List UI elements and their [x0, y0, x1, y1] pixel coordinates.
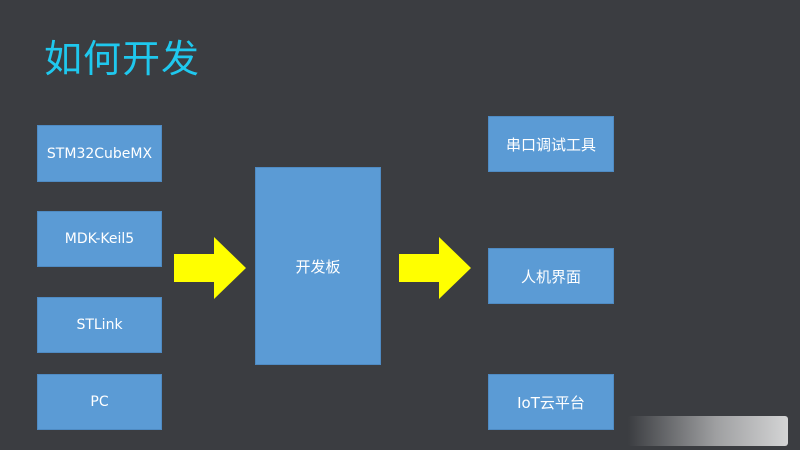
- output-box-hmi: 人机界面: [488, 248, 614, 304]
- tool-label: PC: [90, 394, 109, 410]
- dev-board-box: 开发板: [255, 167, 381, 365]
- output-box-serial-debug-tool: 串口调试工具: [488, 116, 614, 172]
- output-box-iot-cloud: IoT云平台: [488, 374, 614, 430]
- tool-box-stm32cubemx: STM32CubeMX: [37, 125, 162, 182]
- output-label: 人机界面: [520, 267, 581, 286]
- tool-box-mdk-keil5: MDK-Keil5: [37, 211, 162, 267]
- tool-box-stlink: STLink: [37, 297, 162, 353]
- output-label: IoT云平台: [517, 393, 585, 412]
- tool-box-pc: PC: [37, 374, 162, 430]
- dev-board-label: 开发板: [295, 257, 341, 276]
- watermark: [628, 416, 788, 446]
- slide-title: 如何开发: [44, 37, 201, 81]
- right-arrow-icon: [174, 237, 246, 299]
- output-label: 串口调试工具: [505, 135, 596, 154]
- tool-label: STM32CubeMX: [46, 145, 153, 162]
- tool-label: STLink: [76, 317, 123, 333]
- tool-label: MDK-Keil5: [64, 231, 135, 247]
- right-arrow-icon: [399, 237, 471, 299]
